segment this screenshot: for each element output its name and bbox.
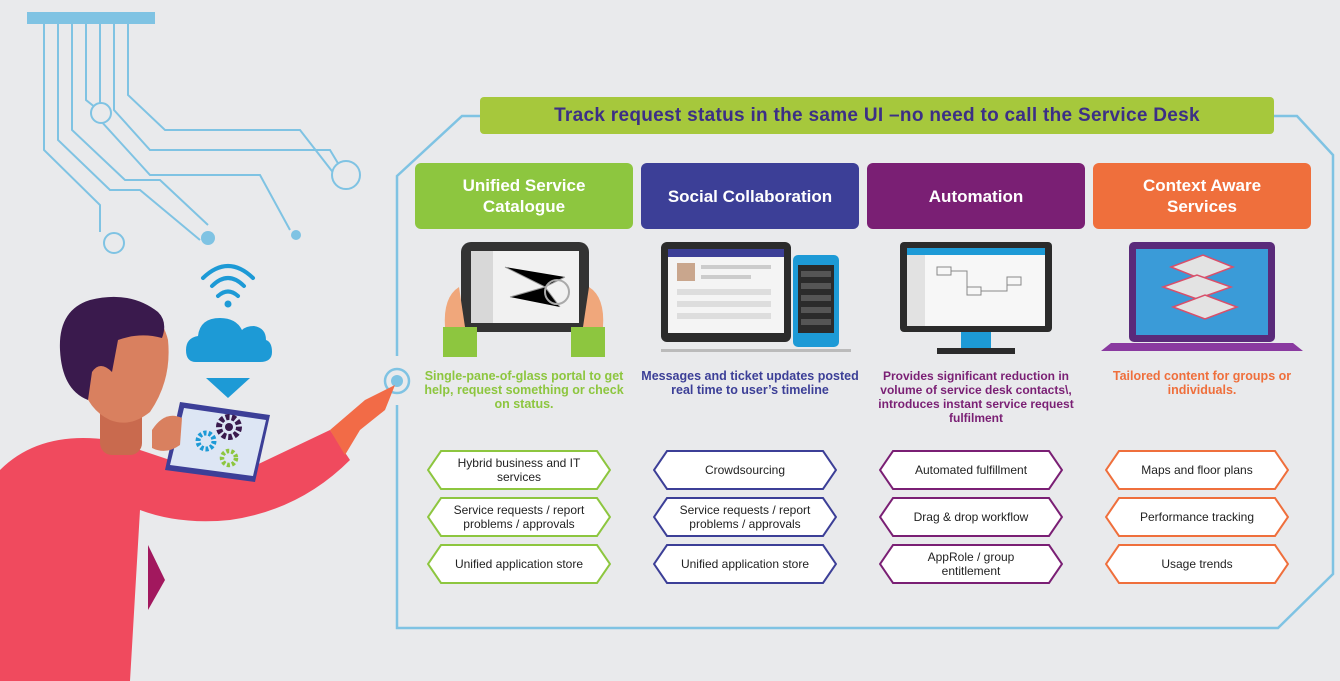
person-illustration: [0, 296, 395, 681]
circuit-dot: [291, 230, 301, 240]
feature-label: Service requests / report problems / app…: [679, 503, 811, 531]
feature-application-store: Unified application store: [653, 544, 837, 584]
feature-group-entitlement: AppRole / group entitlement: [879, 544, 1063, 584]
feature-label: Usage trends: [1161, 557, 1233, 571]
feature-service-requests: Service requests / report problems / app…: [653, 497, 837, 537]
feature-label: Hybrid business and IT services: [457, 456, 581, 484]
feature-label: AppRole / group entitlement: [927, 550, 1015, 578]
feature-drag-drop-workflow: Drag & drop workflow: [879, 497, 1063, 537]
laptop-icon: [1101, 242, 1303, 351]
feature-label: Crowdsourcing: [704, 463, 786, 477]
feature-crowdsourcing: Crowdsourcing: [653, 450, 837, 490]
banner-text: Track request status in the same UI –no …: [554, 104, 1200, 126]
feature-label: Maps and floor plans: [1141, 463, 1253, 477]
column-description: Single-pane-of-glass portal to get help,…: [424, 369, 624, 411]
desktop-monitor-icon: [900, 242, 1052, 354]
status-tracking-banner: Track request status in the same UI –no …: [480, 97, 1274, 134]
column-description: Tailored content for groups or individua…: [1112, 369, 1292, 397]
download-arrow-icon: [206, 378, 250, 398]
tablet-icon: [443, 242, 605, 357]
feature-usage-trends: Usage trends: [1105, 544, 1289, 584]
monitor-phone-icon: [661, 242, 851, 352]
circuit-lines: [27, 12, 346, 241]
column-header: Context Aware Services: [1093, 163, 1311, 229]
feature-label: Service requests / report problems / app…: [453, 503, 585, 531]
circuit-nodes: [90, 102, 361, 254]
column-header: Unified Service Catalogue: [415, 163, 633, 229]
feature-performance-tracking: Performance tracking: [1105, 497, 1289, 537]
column-description: Provides significant reduction in volume…: [878, 369, 1074, 425]
feature-hybrid-services: Hybrid business and IT services: [427, 450, 611, 490]
column-description: Messages and ticket updates posted real …: [641, 369, 859, 397]
circuit-dot: [201, 231, 215, 245]
content-frame: [395, 114, 1335, 630]
wifi-icon: [201, 264, 255, 298]
cloud-icon: [186, 318, 272, 362]
feature-application-store: Unified application store: [427, 544, 611, 584]
feature-automated-fulfillment: Automated fulfillment: [879, 450, 1063, 490]
gears-icon: [195, 414, 242, 468]
feature-label: Drag & drop workflow: [913, 510, 1029, 524]
column-header: Automation: [867, 163, 1085, 229]
feature-label: Performance tracking: [1139, 510, 1255, 524]
feature-label: Automated fulfillment: [914, 463, 1028, 477]
feature-label: Unified application store: [454, 557, 584, 571]
feature-maps-floor-plans: Maps and floor plans: [1105, 450, 1289, 490]
column-header: Social Collaboration: [641, 163, 859, 229]
touch-target-dot: [391, 375, 403, 387]
feature-label: Unified application store: [680, 557, 810, 571]
feature-service-requests: Service requests / report problems / app…: [427, 497, 611, 537]
